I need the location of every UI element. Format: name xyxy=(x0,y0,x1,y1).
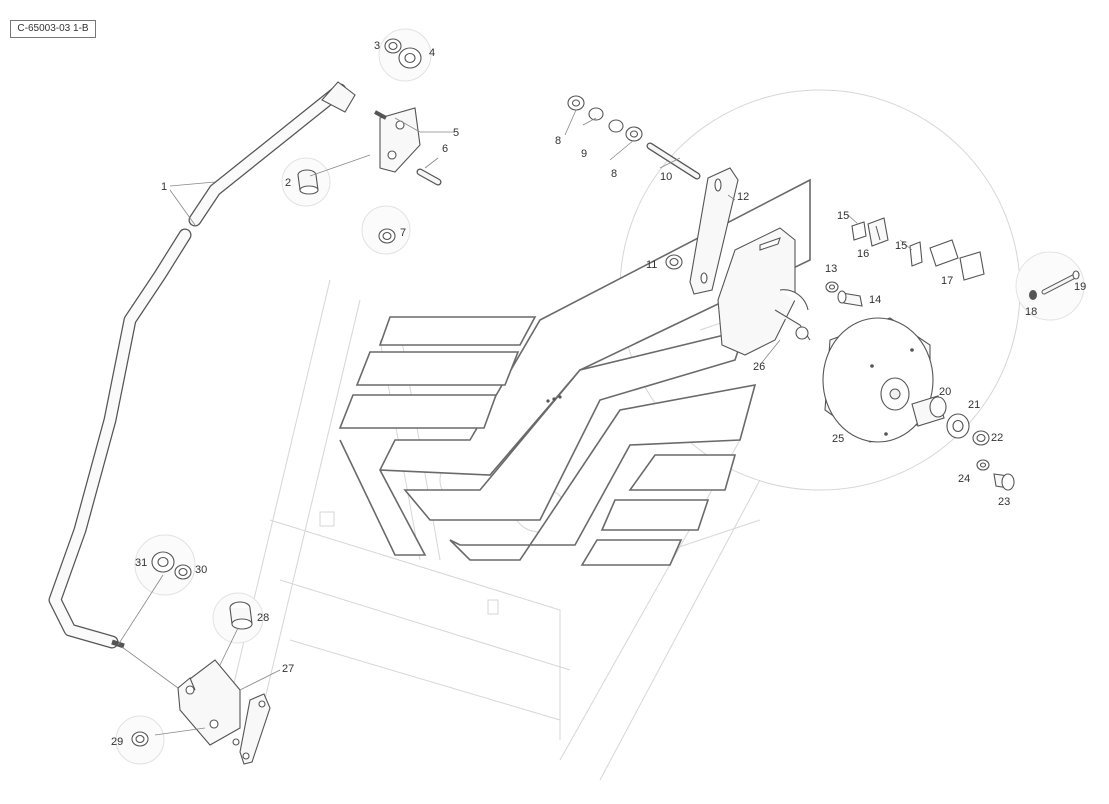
callout-24: 24 xyxy=(958,473,970,485)
callout-5: 5 xyxy=(453,127,459,139)
part-4-washer xyxy=(398,47,422,69)
callout-15b: 15 xyxy=(895,240,907,252)
callout-13: 13 xyxy=(825,263,837,275)
part-29-ring xyxy=(131,731,149,747)
part-1-control-rod xyxy=(48,81,356,649)
callout-16: 16 xyxy=(857,248,869,260)
part-16-block xyxy=(867,217,889,247)
part-25-drum xyxy=(822,317,934,443)
part-26-mount-plate xyxy=(717,227,811,356)
part-5-bracket xyxy=(374,107,421,173)
part-24-washer xyxy=(976,459,990,471)
part-31-washer xyxy=(151,551,175,573)
part-14-bolt xyxy=(837,290,863,307)
callout-11: 11 xyxy=(646,259,657,271)
callout-7: 7 xyxy=(400,227,406,239)
callout-2: 2 xyxy=(285,177,291,189)
callout-23: 23 xyxy=(998,496,1010,508)
callout-14: 14 xyxy=(869,294,881,306)
part-19-bolt xyxy=(1041,270,1080,295)
part-17-plate xyxy=(929,239,985,281)
callout-8a: 8 xyxy=(555,135,561,147)
callout-3: 3 xyxy=(374,40,380,52)
drawing-reference-label: C-65003-03 1-B xyxy=(10,20,96,38)
part-23-bolt xyxy=(993,473,1015,491)
part-15-clip-2 xyxy=(909,241,923,267)
callout-26: 26 xyxy=(753,361,765,373)
part-8-spacer xyxy=(567,95,585,111)
callout-17: 17 xyxy=(941,275,953,287)
callout-6: 6 xyxy=(442,143,448,155)
callout-10: 10 xyxy=(660,171,672,183)
callout-30: 30 xyxy=(195,564,207,576)
part-21-washer xyxy=(946,413,970,439)
part-11-ring xyxy=(665,254,683,270)
part-22-ring xyxy=(972,430,990,446)
callout-28: 28 xyxy=(257,612,269,624)
part-3-ring xyxy=(384,38,402,54)
callout-4: 4 xyxy=(429,47,435,59)
callout-31: 31 xyxy=(135,557,147,569)
part-30-ring xyxy=(174,564,192,580)
part-9-washer xyxy=(588,107,624,133)
part-12-link xyxy=(689,167,739,295)
callout-22: 22 xyxy=(991,432,1003,444)
callout-19: 19 xyxy=(1074,281,1086,293)
part-8-spacer-2 xyxy=(625,126,643,142)
callout-18: 18 xyxy=(1025,306,1037,318)
callout-1: 1 xyxy=(161,181,167,193)
part-13-washer xyxy=(825,281,839,293)
part-18-nut xyxy=(1029,290,1037,300)
callout-12: 12 xyxy=(737,191,749,203)
part-2-bushing xyxy=(297,169,319,195)
callout-21: 21 xyxy=(968,399,980,411)
leader-lines xyxy=(117,109,913,736)
part-28-bushing xyxy=(229,601,253,630)
part-20-bushing xyxy=(911,395,947,427)
callout-15a: 15 xyxy=(837,210,849,222)
part-6-pin xyxy=(416,168,442,186)
callout-29: 29 xyxy=(111,736,123,748)
callout-9: 9 xyxy=(581,148,587,160)
callout-25: 25 xyxy=(832,433,844,445)
callout-labels: 1 2 3 4 5 6 7 8 9 8 10 11 12 13 14 15 15… xyxy=(111,40,1086,748)
part-7-ring xyxy=(378,228,396,244)
callout-8b: 8 xyxy=(611,168,617,180)
callout-20: 20 xyxy=(939,386,951,398)
part-27-lower-bracket xyxy=(177,659,271,765)
part-15-clip xyxy=(851,221,867,241)
callout-27: 27 xyxy=(282,663,294,675)
